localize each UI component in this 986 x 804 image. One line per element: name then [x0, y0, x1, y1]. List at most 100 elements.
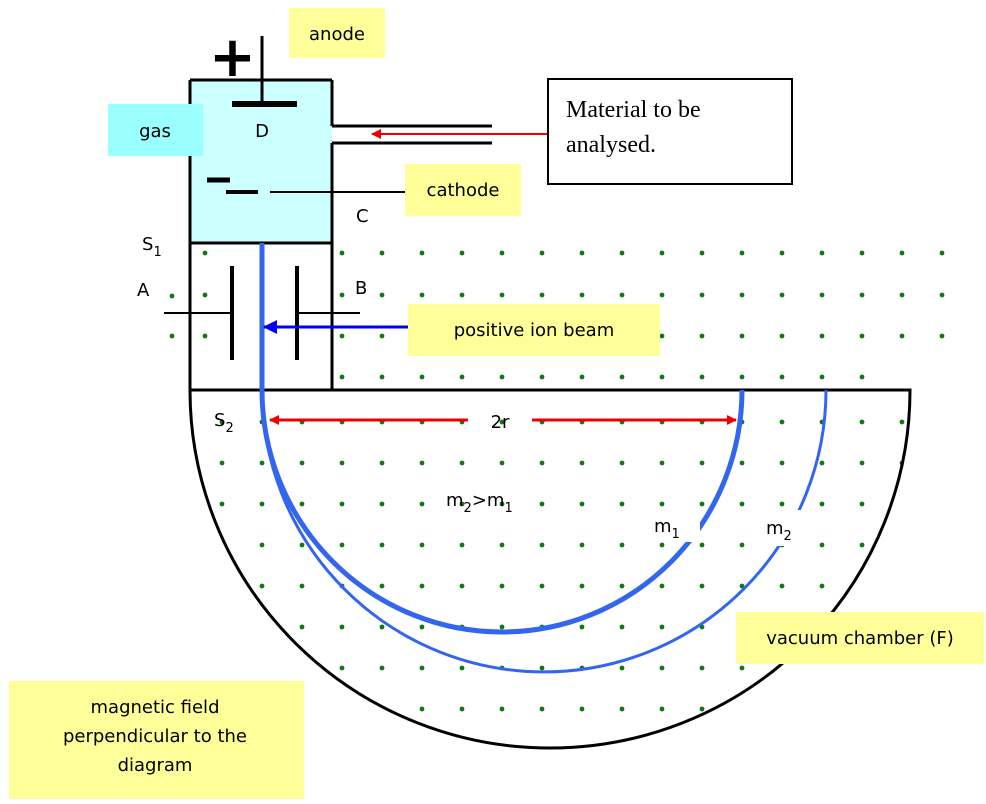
field-dot — [819, 501, 825, 507]
field-dot — [699, 333, 705, 339]
field-dot — [379, 583, 385, 589]
field-dot — [379, 501, 385, 507]
field-dot — [299, 460, 305, 466]
field-dot — [579, 542, 585, 548]
field-dot — [899, 333, 905, 339]
field-dot — [739, 374, 745, 380]
magnetic-field-label-bg — [9, 681, 304, 799]
field-dot — [419, 460, 425, 466]
field-dot — [579, 250, 585, 256]
field-dot — [299, 501, 305, 507]
field-dot — [859, 374, 865, 380]
field-dot — [819, 665, 825, 671]
field-dot — [419, 250, 425, 256]
field-dot — [699, 542, 705, 548]
field-dot — [859, 292, 865, 298]
field-dot — [659, 624, 665, 630]
accelerating-plates — [164, 266, 360, 360]
field-dot — [699, 583, 705, 589]
field-dot — [299, 624, 305, 630]
field-dot — [180, 625, 185, 630]
field-dot — [899, 419, 905, 425]
field-dot — [539, 374, 545, 380]
field-dot — [202, 292, 208, 298]
field-dot — [940, 420, 945, 425]
field-dot — [859, 333, 865, 339]
field-dot — [859, 501, 865, 507]
field-dot — [379, 747, 385, 748]
field-dot — [779, 419, 785, 425]
field-dot — [180, 461, 185, 466]
field-dot — [379, 333, 385, 339]
field-dot — [659, 542, 665, 548]
field-dot — [339, 250, 345, 256]
field-dot — [859, 706, 865, 712]
field-dot — [940, 584, 945, 589]
field-dot — [419, 706, 425, 712]
field-dot — [739, 292, 745, 298]
field-dot — [899, 706, 905, 712]
field-dot — [819, 706, 825, 712]
field-dot — [739, 583, 745, 589]
field-dot — [459, 292, 465, 298]
m2-label-bg — [760, 510, 810, 546]
field-dot — [659, 250, 665, 256]
field-dot — [659, 706, 665, 712]
field-dot — [459, 665, 465, 671]
field-dot — [539, 665, 545, 671]
field-dot — [219, 460, 225, 466]
field-dot — [539, 501, 545, 507]
field-dot — [859, 665, 865, 671]
vacuum-chamber — [188, 388, 912, 750]
field-dot — [419, 501, 425, 507]
anode-label-bg — [289, 8, 385, 58]
field-dot — [819, 292, 825, 298]
field-dot — [339, 665, 345, 671]
field-dot — [539, 583, 545, 589]
ion-beam-m1 — [259, 243, 745, 635]
field-dot — [202, 250, 208, 256]
field-dot — [459, 501, 465, 507]
field-dot — [739, 460, 745, 466]
field-dot — [219, 624, 225, 630]
field-dot — [619, 583, 625, 589]
field-dot — [779, 250, 785, 256]
field-dot — [499, 419, 505, 425]
field-dot — [579, 501, 585, 507]
field-dot — [659, 292, 665, 298]
field-dot — [699, 374, 705, 380]
ion-beam-label: positive ion beam — [454, 320, 615, 341]
vacuum-chamber-label: vacuum chamber (F) — [766, 628, 954, 649]
field-dot — [499, 250, 505, 256]
field-dot — [619, 665, 625, 671]
field-dot — [499, 624, 505, 630]
field-dot — [180, 584, 185, 589]
field-dot — [459, 583, 465, 589]
field-dot — [459, 460, 465, 466]
field-dot — [539, 460, 545, 466]
ionization-chamber — [190, 80, 332, 243]
field-dot — [219, 501, 225, 507]
field-dot — [202, 333, 208, 339]
field-dot — [499, 460, 505, 466]
material-box — [547, 78, 793, 185]
field-dot — [819, 250, 825, 256]
field-dot — [899, 501, 905, 507]
field-dot — [459, 374, 465, 380]
field-dot — [659, 583, 665, 589]
ion-beam-label-bg — [408, 304, 660, 356]
field-dot — [180, 420, 185, 425]
field-dot — [940, 461, 945, 466]
field-dot — [459, 706, 465, 712]
field-dot — [739, 706, 745, 712]
magnetic-field-label-line1: magnetic field — [91, 697, 220, 718]
field-dot — [699, 665, 705, 671]
field-dot — [379, 542, 385, 548]
field-dot — [180, 666, 185, 671]
field-dot — [619, 460, 625, 466]
field-dot — [940, 666, 945, 671]
field-dot — [169, 293, 175, 299]
field-dot — [939, 333, 945, 339]
field-dot — [419, 292, 425, 298]
field-dot — [619, 250, 625, 256]
